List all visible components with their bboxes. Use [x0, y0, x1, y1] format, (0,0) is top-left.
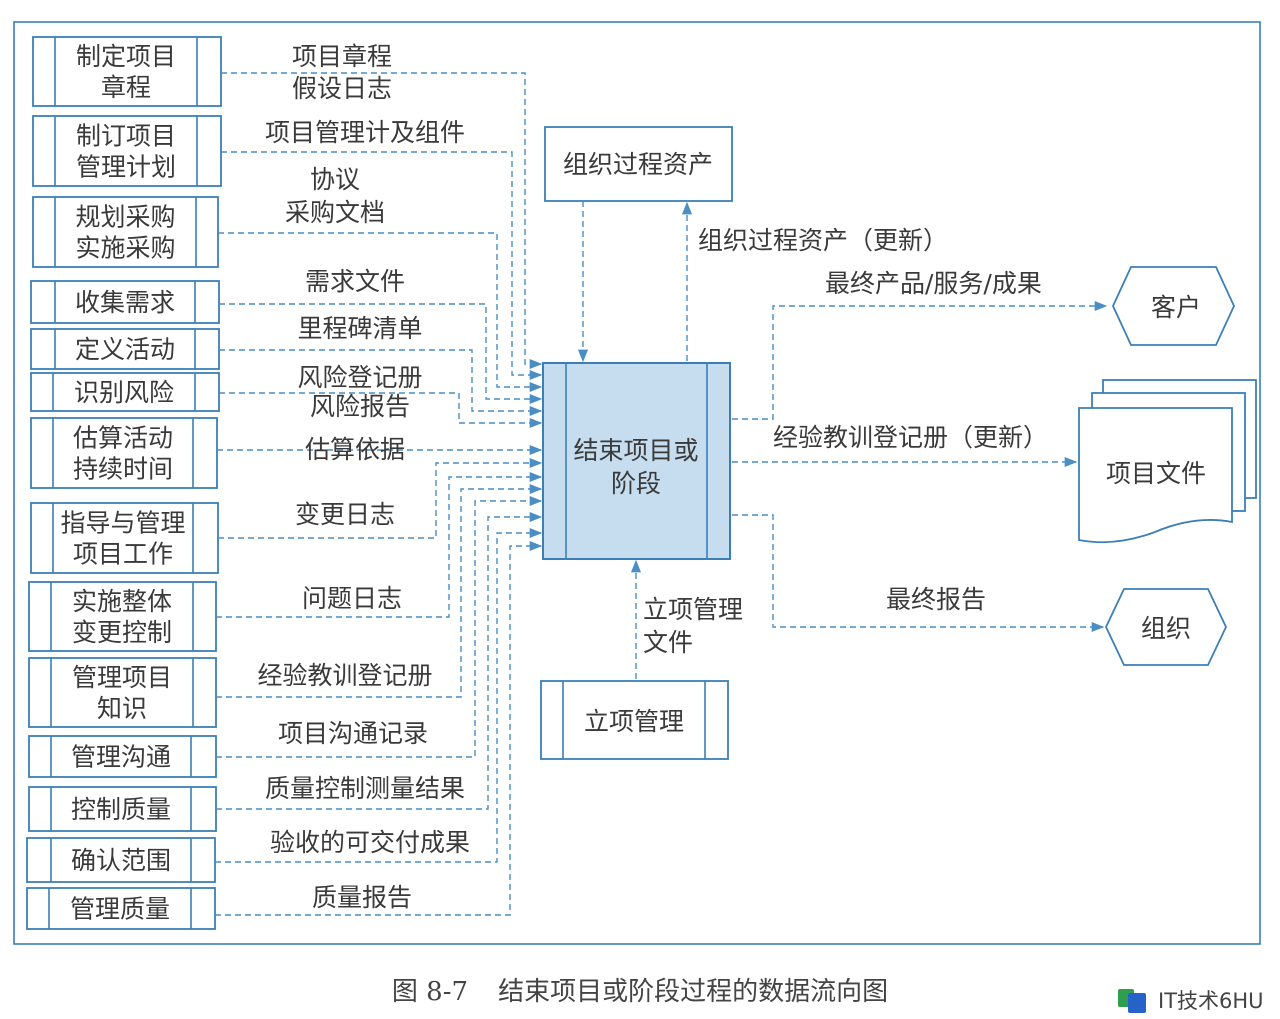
customer-hexagon[interactable]: 客户: [1112, 266, 1235, 346]
process-label-line: 识别风险: [74, 378, 174, 407]
flow-label: 假设日志: [292, 74, 392, 103]
input-flow-arrow-10: [216, 483, 543, 698]
flow-label: 经验教训登记册: [257, 661, 432, 690]
process-label-line: 变更控制: [72, 618, 172, 647]
process-label-line: 管理项目: [72, 663, 172, 692]
flow-label: 协议: [310, 165, 360, 194]
watermark: IT技术6HU: [1118, 985, 1264, 1015]
figure-number: 图 8-7: [391, 977, 469, 1007]
central-label-line-1: 结束项目或: [573, 436, 698, 465]
input-flow-arrow-2: [221, 151, 543, 381]
watermark-logo-icon: [1118, 987, 1152, 1013]
customer-label: 客户: [1151, 293, 1201, 322]
process-label-line: 实施整体: [72, 587, 172, 616]
process-box-14[interactable]: 管理质量: [26, 887, 216, 930]
project-initiation-box[interactable]: 立项管理: [540, 680, 729, 760]
organization-flow-arrow: [732, 514, 1105, 633]
process-label-line: 章程: [101, 73, 151, 102]
customer-flow-arrow: [732, 300, 1108, 420]
organization-flow-label: 最终报告: [886, 585, 986, 614]
process-label-line: 估算活动: [73, 424, 173, 453]
figure-caption: 图 8-7 结束项目或阶段过程的数据流向图: [0, 971, 1280, 1008]
process-label-line: 收集需求: [75, 288, 175, 317]
flow-label: 问题日志: [302, 584, 402, 613]
opa-label: 组织过程资产: [563, 150, 713, 179]
flow-label: 项目沟通记录: [278, 719, 428, 748]
process-box-11[interactable]: 管理沟通: [28, 735, 217, 778]
figure-title: 结束项目或阶段过程的数据流向图: [498, 977, 889, 1007]
input-process-group: 制定项目章程制订项目管理计划规划采购实施采购收集需求定义活动识别风险估算活动持续…: [26, 36, 222, 930]
flow-label: 变更日志: [295, 500, 395, 529]
process-label-line: 定义活动: [75, 335, 175, 364]
central-label-line-2: 阶段: [611, 469, 661, 498]
process-box-6[interactable]: 识别风险: [30, 372, 220, 412]
input-flow-arrow-12: [216, 511, 543, 810]
flow-label: 风险报告: [310, 392, 410, 421]
input-flow-arrow-13: [215, 527, 543, 863]
process-label-line: 确认范围: [71, 846, 171, 875]
process-box-5[interactable]: 定义活动: [30, 328, 220, 370]
process-label-line: 知识: [97, 694, 147, 723]
process-box-4[interactable]: 收集需求: [30, 280, 220, 324]
process-label-line: 持续时间: [73, 455, 173, 484]
central-process[interactable]: 结束项目或 阶段: [542, 362, 731, 560]
project-initiation-label: 立项管理: [584, 707, 684, 736]
project-docs-label: 项目文件: [1106, 459, 1206, 488]
flow-label: 风险登记册: [297, 363, 422, 392]
project-docs-flow-label: 经验教训登记册（更新）: [773, 423, 1048, 452]
input-flow-arrow-8: [218, 457, 543, 539]
process-label-line: 制定项目: [76, 42, 176, 71]
input-flow-arrow-6: [219, 392, 543, 429]
process-label-line: 控制质量: [71, 795, 171, 824]
project-docs-stack[interactable]: 项目文件: [1078, 379, 1257, 544]
input-flow-arrow-9: [216, 471, 543, 618]
process-label-line: 项目工作: [73, 540, 173, 569]
initiation-flow-label-line-1: 立项管理: [643, 595, 743, 624]
customer-flow-label: 最终产品/服务/成果: [825, 269, 1042, 298]
flow-label: 质量报告: [312, 883, 412, 912]
process-label-line: 规划采购: [75, 203, 175, 232]
input-flow-arrow-5: [219, 349, 543, 417]
process-label-line: 管理沟通: [71, 743, 171, 772]
flow-label: 质量控制测量结果: [265, 774, 465, 803]
input-flow-arrow-1: [221, 72, 543, 370]
flow-label: 估算依据: [305, 435, 405, 464]
watermark-text: IT技术6HU: [1158, 989, 1264, 1013]
opa-update-label: 组织过程资产（更新）: [698, 226, 948, 255]
flow-label: 采购文档: [285, 198, 385, 227]
process-box-12[interactable]: 控制质量: [28, 786, 217, 832]
flow-label: 里程碑清单: [297, 314, 422, 343]
process-label-line: 管理质量: [70, 895, 170, 924]
diagram-frame: [13, 21, 1261, 945]
opa-box[interactable]: 组织过程资产: [544, 126, 733, 202]
input-flow-lines: 项目章程假设日志项目管理计及组件协议采购文档需求文件里程碑清单风险登记册风险报告…: [215, 42, 543, 916]
flow-label: 验收的可交付成果: [270, 828, 470, 857]
process-label-line: 指导与管理: [60, 509, 185, 538]
process-label-line: 管理计划: [76, 153, 176, 182]
process-box-13[interactable]: 确认范围: [26, 837, 216, 883]
flow-label: 需求文件: [305, 267, 405, 296]
organization-label: 组织: [1141, 614, 1191, 643]
initiation-flow-label-line-2: 文件: [643, 628, 693, 657]
input-flow-arrow-4: [219, 303, 543, 405]
input-flow-arrow-3: [218, 232, 543, 393]
flow-label: 项目管理计及组件: [265, 118, 465, 147]
process-label-line: 实施采购: [75, 234, 175, 263]
process-label-line: 制订项目: [76, 122, 176, 151]
flow-label: 项目章程: [292, 42, 392, 71]
organization-hexagon[interactable]: 组织: [1105, 588, 1227, 666]
